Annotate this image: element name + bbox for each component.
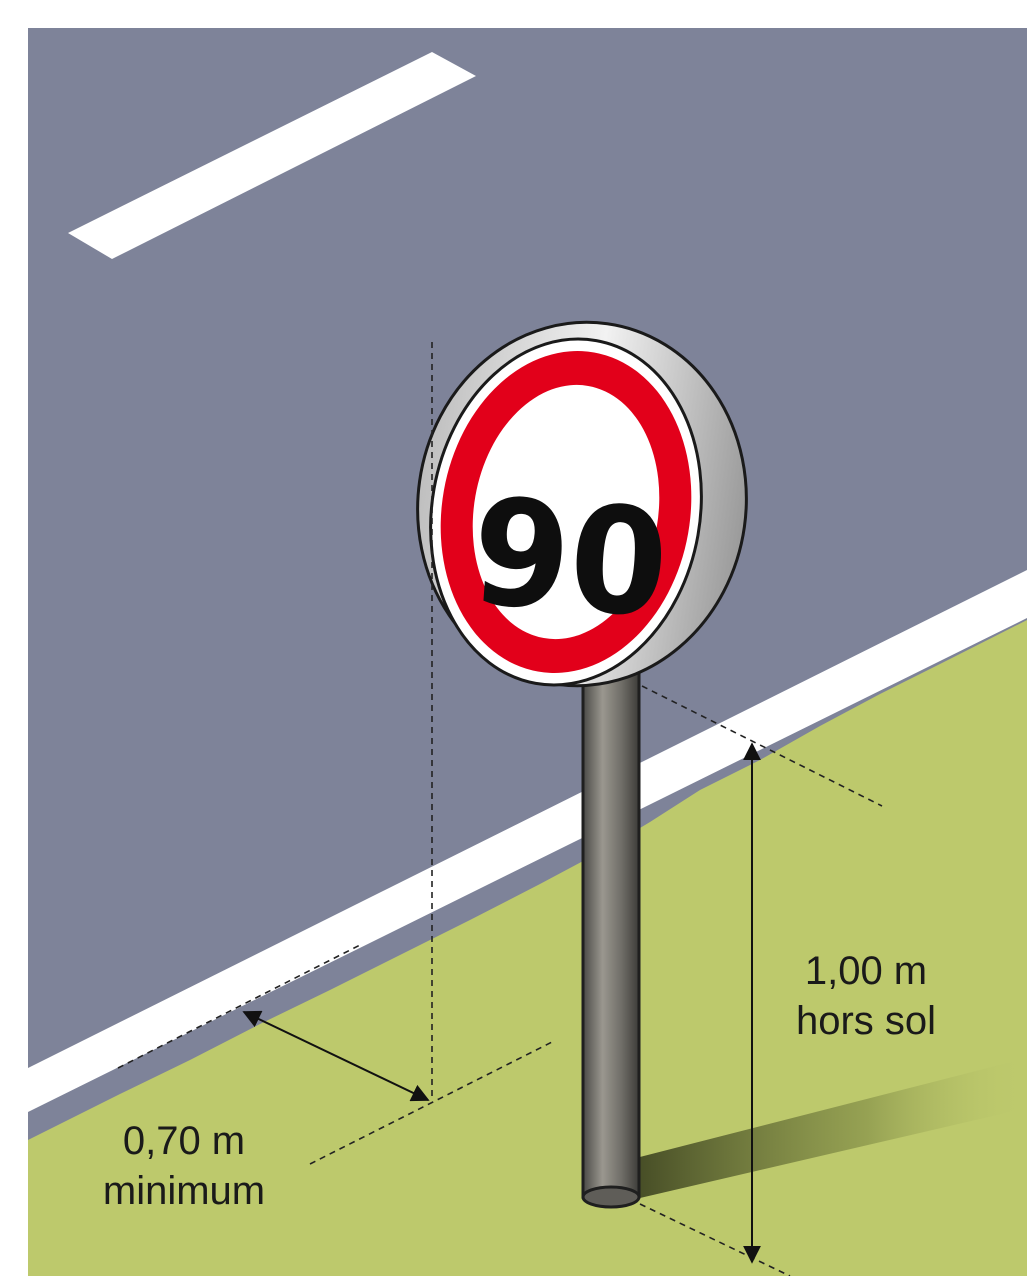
pole-shadow — [628, 1058, 1027, 1198]
measurement-guides — [117, 342, 883, 1276]
clearance-dimension-arrow — [242, 1010, 430, 1102]
clearance-value-label: 0,70 m — [123, 1119, 245, 1163]
clearance-note-label: minimum — [103, 1169, 265, 1213]
road-edge-line — [28, 570, 1027, 1112]
height-value-label: 1,00 m — [805, 949, 927, 993]
height-note-label: hors sol — [796, 999, 936, 1043]
speed-limit-number: 90 — [467, 466, 673, 650]
speed-limit-sign: 90 — [416, 320, 748, 688]
dimension-arrows — [242, 742, 761, 1264]
grass-shoulder — [28, 620, 1027, 1276]
lane-marking — [68, 52, 476, 259]
sign-pole — [581, 670, 641, 1209]
